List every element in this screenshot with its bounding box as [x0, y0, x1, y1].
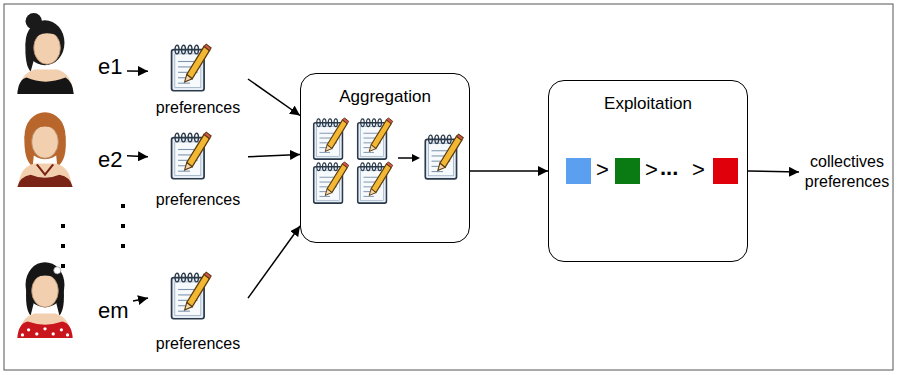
- preference-node: preferences: [148, 268, 248, 354]
- node-label: preferences: [148, 334, 248, 354]
- order-symbol: >: [596, 157, 609, 183]
- node-label: preferences: [148, 190, 248, 210]
- notepad-icon: [172, 132, 212, 179]
- ranking-squares: [566, 158, 738, 184]
- flow-arrow: [127, 155, 148, 157]
- illustration-part: [121, 204, 125, 208]
- box-title: Exploitation: [549, 81, 747, 114]
- illustration-part: [358, 118, 393, 159]
- flow-arrow: [248, 155, 300, 157]
- aggregation-illustration: [314, 118, 464, 203]
- preference-node: preferences: [148, 128, 248, 210]
- illustration-part: [121, 224, 125, 228]
- expert-label: e1: [98, 54, 122, 80]
- outer-frame: [4, 4, 893, 370]
- flow-arrow: [748, 171, 799, 172]
- illustration-part: [61, 244, 65, 248]
- flow-arrow: [470, 170, 548, 172]
- person-node: e1: [12, 12, 127, 94]
- person-node: e2: [12, 105, 127, 187]
- order-symbol: >: [645, 157, 658, 183]
- illustration-part: [566, 158, 591, 184]
- illustration-part: [713, 158, 738, 184]
- flow-arrow: [248, 79, 300, 116]
- output-text: collectives preferences: [799, 151, 895, 193]
- expert-label: e2: [98, 147, 122, 173]
- illustration-part: [121, 244, 125, 248]
- illustration-part: [412, 154, 420, 162]
- person-icon: [17, 13, 73, 94]
- person-icon: [17, 262, 72, 338]
- box-title: Aggregation: [301, 74, 469, 107]
- illustration-part: [358, 162, 393, 203]
- illustration-part: [314, 118, 349, 159]
- flow-arrow: [248, 226, 300, 298]
- illustration-part: [398, 157, 414, 159]
- illustration-part: [615, 158, 640, 184]
- preference-node: preferences: [148, 40, 248, 118]
- illustration-part: [61, 264, 65, 268]
- node-label: preferences: [148, 98, 248, 118]
- illustration-part: [61, 224, 65, 228]
- order-symbol: >: [692, 157, 705, 183]
- person-icon: [17, 112, 72, 187]
- dots: [61, 204, 125, 268]
- illustration-part: [314, 162, 349, 203]
- flow-arrow: [133, 298, 148, 301]
- notepad-icon: [172, 44, 212, 91]
- node-label: collectives preferences: [799, 152, 895, 192]
- flow-arrow: [127, 70, 148, 72]
- expert-label: em: [98, 298, 129, 324]
- illustration-part: [425, 134, 463, 179]
- order-symbol: ...: [660, 155, 678, 181]
- process-box: Aggregation: [300, 73, 470, 243]
- notepad-icon: [172, 272, 212, 319]
- person-node: em: [12, 256, 133, 338]
